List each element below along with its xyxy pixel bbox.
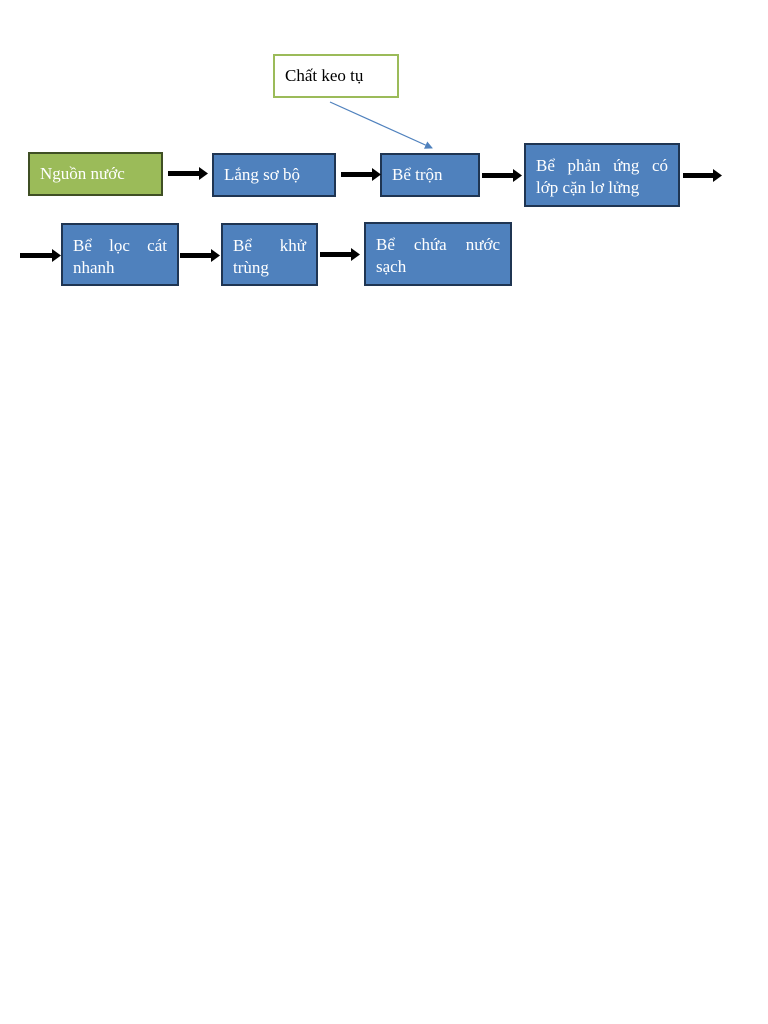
step-clean-water-tank-label: Bể chứa nước sạch: [376, 235, 500, 276]
step-clean-water-tank: Bể chứa nước sạch: [364, 222, 512, 286]
flow-arrow-3: [482, 169, 522, 182]
step-rapid-sand-filter-label: Bể lọc cát nhanh: [73, 236, 167, 277]
step-rapid-sand-filter: Bể lọc cát nhanh: [61, 223, 179, 286]
step-pre-settling: Lắng sơ bộ: [212, 153, 336, 197]
coagulant-note: Chất keo tụ: [273, 54, 399, 98]
coagulant-connector-line: [329, 101, 433, 149]
flow-arrow-1: [168, 167, 208, 180]
flow-arrow-6: [180, 249, 220, 262]
step-water-source: Nguồn nước: [28, 152, 163, 196]
step-water-source-label: Nguồn nước: [40, 164, 125, 183]
step-reaction-tank-label: Bể phản ứng có lớp cặn lơ lửng: [536, 156, 668, 197]
step-mixing-tank: Bể trộn: [380, 153, 480, 197]
step-reaction-tank: Bể phản ứng có lớp cặn lơ lửng: [524, 143, 680, 207]
step-mixing-tank-label: Bể trộn: [392, 165, 443, 184]
step-pre-settling-label: Lắng sơ bộ: [224, 165, 301, 184]
step-disinfection-tank: Bể khử trùng: [221, 223, 318, 286]
flow-arrow-7: [320, 248, 360, 261]
step-disinfection-tank-label: Bể khử trùng: [233, 236, 306, 277]
flow-arrow-4: [683, 169, 722, 182]
flow-arrow-5: [20, 249, 61, 262]
flow-arrow-2: [341, 168, 381, 181]
coagulant-note-label: Chất keo tụ: [285, 66, 364, 85]
